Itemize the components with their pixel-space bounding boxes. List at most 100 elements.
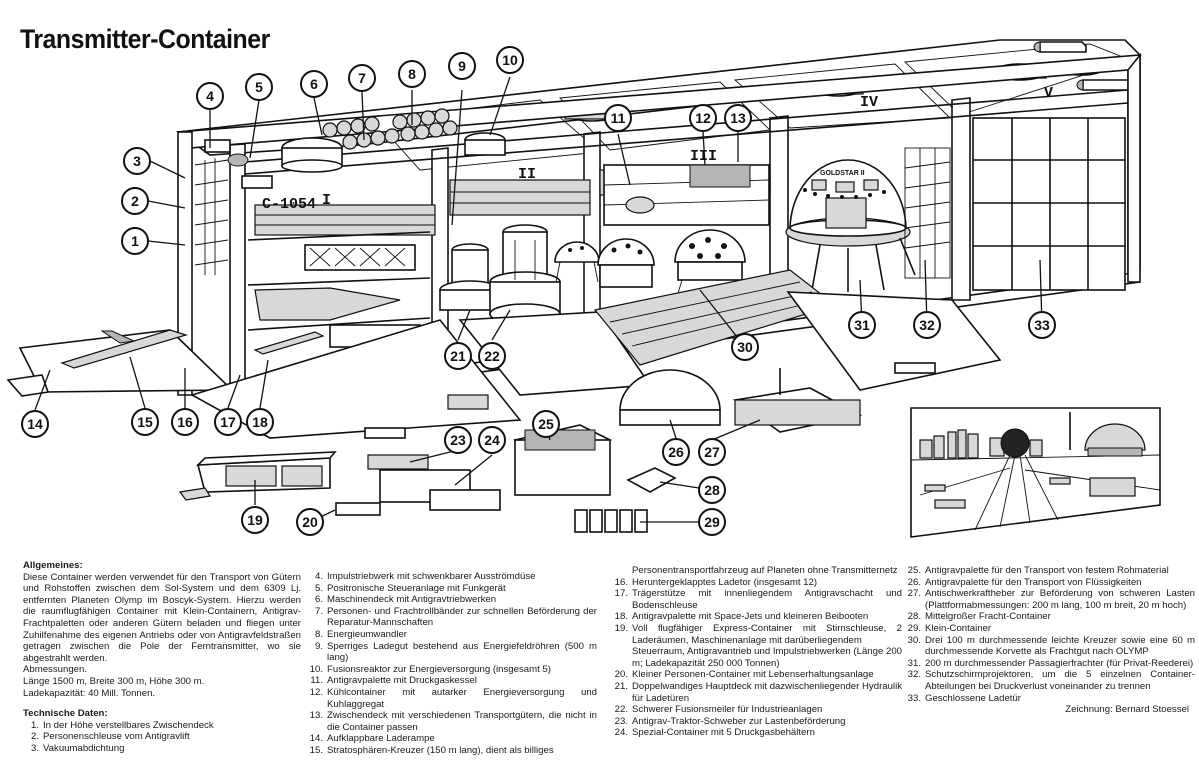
callout-9: 9 bbox=[448, 52, 476, 80]
legend-item-text: Personenschleuse vom Antigravlift bbox=[43, 731, 190, 743]
legend-items-25-33: 25. Antigravpalette für den Transport von… bbox=[905, 565, 1195, 716]
legend-item-text: Antigravpalette mit Space-Jets und klein… bbox=[632, 611, 869, 623]
legend-item-number: 14. bbox=[309, 733, 323, 745]
legend-item-text: Positronische Steueranlage mit Funkgerät bbox=[327, 582, 506, 594]
callout-circle bbox=[724, 104, 752, 132]
legend-item: 14.Aufklappbare Laderampe bbox=[307, 733, 597, 745]
dimensions-line: Ladekapazität: 40 Mill. Tonnen. bbox=[23, 687, 156, 699]
cutaway-illustration: C-1054 I bbox=[6, 39, 1161, 538]
callout-circle bbox=[21, 410, 49, 438]
callout-number: 5 bbox=[255, 79, 263, 95]
callout-circle bbox=[731, 333, 759, 361]
callout-8: 8 bbox=[398, 60, 426, 88]
callout-14: 14 bbox=[21, 410, 49, 438]
callout-circle bbox=[131, 408, 159, 436]
callout-19: 19 bbox=[241, 506, 269, 534]
tech-list-1-3: 1.In der Höhe verstellbares Zwischendeck… bbox=[23, 720, 301, 755]
callout-number: 20 bbox=[302, 514, 318, 530]
callout-circle bbox=[698, 476, 726, 504]
callout-circle bbox=[123, 147, 151, 175]
callout-circle bbox=[121, 227, 149, 255]
legend-item: 30. Drei 100 m durchmessende leichte Kreu… bbox=[905, 635, 1195, 658]
legend-item: 2.Personenschleuse vom Antigravlift bbox=[23, 731, 301, 743]
legend-item-text: Vakuumabdichtung bbox=[43, 742, 125, 754]
callout-21: 21 bbox=[444, 342, 472, 370]
callout-number: 22 bbox=[484, 348, 500, 364]
legend-item-text: Drei 100 m durchmessende leichte Kreuzer… bbox=[925, 634, 1195, 658]
legend-item-number: 30. bbox=[907, 634, 921, 646]
callout-circle bbox=[171, 408, 199, 436]
legend-item-text: Geschlossene Ladetür bbox=[925, 692, 1021, 704]
legend-item-number: 16. bbox=[614, 576, 628, 588]
callout-32: 32 bbox=[913, 311, 941, 339]
callout-circle bbox=[214, 408, 242, 436]
callout-31: 31 bbox=[848, 311, 876, 339]
legend-item-text: In der Höhe verstellbares Zwischendeck bbox=[43, 719, 214, 731]
callout-20: 20 bbox=[296, 508, 324, 536]
callout-number: 32 bbox=[919, 317, 935, 333]
ship-name: GOLDSTAR II bbox=[820, 170, 865, 177]
callout-22: 22 bbox=[478, 342, 506, 370]
legend-item-number: 8. bbox=[314, 628, 323, 640]
legend-items-4-15: 4.Impulstriebwerk mit schwenkbarer Ausst… bbox=[307, 571, 597, 757]
callout-number: 3 bbox=[133, 153, 141, 169]
section-numeral-5: V bbox=[1044, 85, 1053, 102]
legend-item: Personentransportfahrzeug auf Planeten o… bbox=[612, 565, 902, 577]
legend-item: 7.Personen- und Frachtrollbänder zur sch… bbox=[307, 606, 597, 629]
callout-number: 9 bbox=[458, 58, 466, 74]
callout-number: 14 bbox=[27, 416, 43, 432]
legend-item: 21.Doppelwandiges Hauptdeck mit dazwisch… bbox=[612, 681, 902, 704]
loose-cargo bbox=[178, 368, 863, 533]
legend-item-text: Schwerer Fusionsmeiler für Industrieanla… bbox=[632, 704, 823, 716]
callout-number: 12 bbox=[695, 110, 711, 126]
callout-23: 23 bbox=[444, 426, 472, 454]
legend-item-text: Antigravpalette mit Druckgaskessel bbox=[327, 675, 477, 687]
legend-item-number: 3. bbox=[30, 742, 39, 754]
legend-item: 27.Antischwerkraftheber zur Beförderung … bbox=[905, 588, 1195, 611]
legend-item: 24.Spezial-Container mit 5 Druckgasbehäl… bbox=[612, 727, 902, 739]
callout-number: 7 bbox=[358, 70, 366, 86]
callout-circle bbox=[245, 73, 273, 101]
dimensions-heading: Abmessungen. bbox=[23, 664, 87, 676]
callout-number: 11 bbox=[611, 110, 626, 126]
legend-item-text: Antigravpalette für den Transport von fe… bbox=[925, 565, 1169, 576]
legend-item: 18.Antigravpalette mit Space-Jets und kl… bbox=[612, 611, 902, 623]
legend-item-text: Spezial-Container mit 5 Druckgasbehälter… bbox=[632, 727, 815, 739]
callout-30: 30 bbox=[731, 333, 759, 361]
callout-circle bbox=[698, 508, 726, 536]
callout-circle bbox=[121, 187, 149, 215]
legend-item-text: Steuerraum, Antigravantrieb und Impulstr… bbox=[632, 646, 902, 669]
legend-general: Allgemeines: Diese Container werden verw… bbox=[23, 560, 301, 755]
legend-item: 22.Schwerer Fusionsmeiler für Industriea… bbox=[612, 704, 902, 716]
section-five: V bbox=[972, 85, 1126, 291]
legend-item-number: 10. bbox=[309, 663, 323, 675]
callout-number: 13 bbox=[730, 110, 746, 126]
legend-item-number: 31. bbox=[907, 657, 921, 669]
callout-5: 5 bbox=[245, 73, 273, 101]
legend-item: 28.Mittelgroßer Fracht-Container bbox=[905, 611, 1195, 623]
callout-circle bbox=[913, 311, 941, 339]
legend-item-number: 15. bbox=[309, 744, 323, 756]
tech-heading: Technische Daten: bbox=[23, 708, 108, 720]
section-four: GOLDSTAR II IV bbox=[785, 94, 951, 292]
legend-item-text: Energieumwandler bbox=[327, 628, 407, 640]
legend-item-number: 11. bbox=[310, 675, 323, 687]
callout-circle bbox=[848, 311, 876, 339]
legend-item-number: 25. bbox=[907, 565, 921, 576]
legend-item-number: 32. bbox=[907, 669, 921, 681]
callout-circle bbox=[444, 426, 472, 454]
legend-item-number: 5. bbox=[314, 582, 323, 594]
legend-item-text: Antischwerkraftheber zur Beförderung von… bbox=[925, 588, 1195, 611]
illustrator-credit: Zeichnung: Bernard Stoessel bbox=[1065, 704, 1189, 716]
legend-item: 20.Kleiner Personen-Container mit Lebens… bbox=[612, 669, 902, 681]
callout-number: 27 bbox=[704, 444, 720, 460]
legend-item-text: Fusionsreaktor zur Energieversorgung (in… bbox=[327, 663, 551, 675]
legend-item: Steuerraum, Antigravantrieb und Impulstr… bbox=[612, 646, 902, 669]
legend-item-number: 26. bbox=[907, 576, 921, 588]
legend-item-number: 33. bbox=[907, 692, 921, 704]
legend-item: 10. Fusionsreaktor zur Energieversorgung … bbox=[307, 664, 597, 676]
leader-lines bbox=[34, 76, 1043, 523]
legend-item-text: Sperriges Ladegut bestehend aus Energief… bbox=[327, 640, 597, 664]
legend-item-number: 21. bbox=[614, 680, 628, 692]
callout-16: 16 bbox=[171, 408, 199, 436]
